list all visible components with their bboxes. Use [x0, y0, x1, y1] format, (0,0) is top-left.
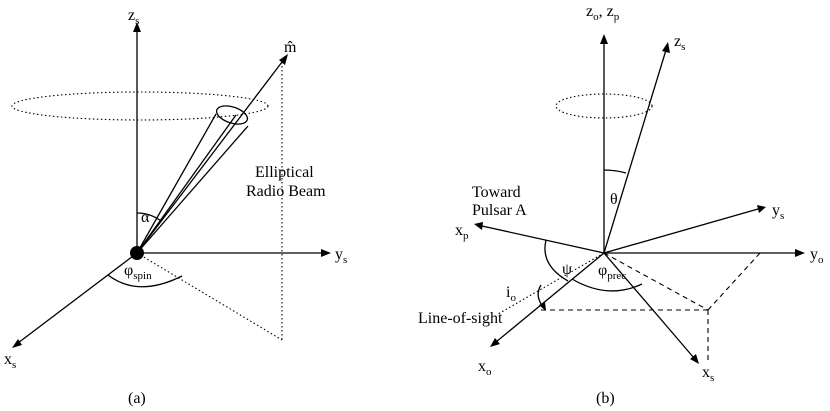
panel-b-psi-label: ψ	[562, 261, 572, 278]
panel-a-z-label: zs	[128, 7, 139, 27]
panel-a-y-label: ys	[335, 246, 347, 266]
panel-b-toward-line1: Toward	[472, 184, 521, 201]
panel-b: zo, zp zs θ Toward Pulsar A ys xp yo ψ φ…	[418, 3, 824, 407]
panel-a-x-axis	[17, 252, 138, 344]
panel-b-zs-axis	[603, 49, 667, 254]
panel-a-y-arrowhead	[321, 249, 331, 257]
panel-a-alpha-label: α	[141, 209, 150, 226]
panel-b-phi-prec-arc	[571, 278, 643, 292]
panel-b-xp-axis	[481, 225, 605, 254]
panel-b-io-arrowhead	[539, 302, 546, 311]
panel-a-caption: (a)	[128, 390, 146, 407]
panel-b-yo-arrowhead	[795, 249, 805, 257]
panel-b-phi-prec-label: φprec	[598, 262, 626, 282]
panel-a-moment-arrowhead	[279, 54, 288, 65]
panel-b-xs-label: xs	[702, 364, 714, 384]
panel-b-xs-axis	[603, 252, 695, 359]
panel-b-xs-arrowhead	[690, 354, 699, 364]
panel-b-ys-axis	[603, 208, 759, 254]
panel-a-x-arrowhead	[12, 339, 22, 348]
panel-a-m-label: m̂	[284, 39, 297, 56]
panel-b-zo-zp-label: zo, zp	[586, 3, 620, 23]
panel-b-yo-label: yo	[810, 246, 824, 266]
panel-a-pulsar-dot	[130, 246, 144, 260]
panel-b-toward-line2: Pulsar A	[472, 202, 527, 219]
panel-a-spin-ellipse	[11, 91, 269, 121]
panel-b-theta-label: θ	[610, 191, 618, 208]
panel-a-radio-beam-cone	[136, 105, 249, 254]
panel-b-ys-label: ys	[772, 202, 784, 222]
panel-b-theta-arc	[603, 169, 627, 174]
panel-b-psi-arc	[544, 239, 569, 282]
panel-a-alpha-arc	[136, 212, 162, 222]
panel-a-beam-label-line1: Elliptical	[255, 164, 314, 181]
panel-b-zs-label: zs	[674, 33, 685, 53]
panel-a-z-arrowhead	[133, 22, 141, 32]
panel-b-xo-axis	[495, 252, 605, 343]
panel-a-phi-label: φspin	[124, 262, 152, 282]
panel-b-xp-arrowhead	[474, 222, 483, 230]
panel-a-phi-spin-arc	[107, 274, 183, 288]
panel-b-ys-arrowhead	[757, 205, 766, 213]
panel-a-moment-axis	[136, 61, 283, 254]
panel-b-caption: (b)	[596, 390, 615, 407]
panel-b-precession-ellipse	[555, 93, 653, 119]
panel-b-los-label: Line-of-sight	[418, 310, 503, 327]
panel-b-io-label: io	[506, 284, 516, 304]
panel-a-moment-projection-dotted	[136, 252, 283, 341]
panel-b-zo-arrowhead	[600, 34, 608, 44]
panel-b-zs-arrowhead	[662, 42, 670, 53]
panel-b-xp-label: xp	[455, 222, 469, 242]
panel-a-beam-label-line2: Radio Beam	[246, 183, 326, 200]
panel-b-line-of-sight	[497, 252, 605, 315]
panel-b-xo-arrowhead	[490, 338, 500, 347]
panel-b-projection-box	[540, 252, 761, 362]
panel-a-x-label: xs	[4, 351, 16, 371]
panel-b-xo-label: xo	[478, 358, 492, 378]
panel-a: zs m̂ Elliptical Radio Beam α ys φspin x…	[4, 7, 347, 407]
